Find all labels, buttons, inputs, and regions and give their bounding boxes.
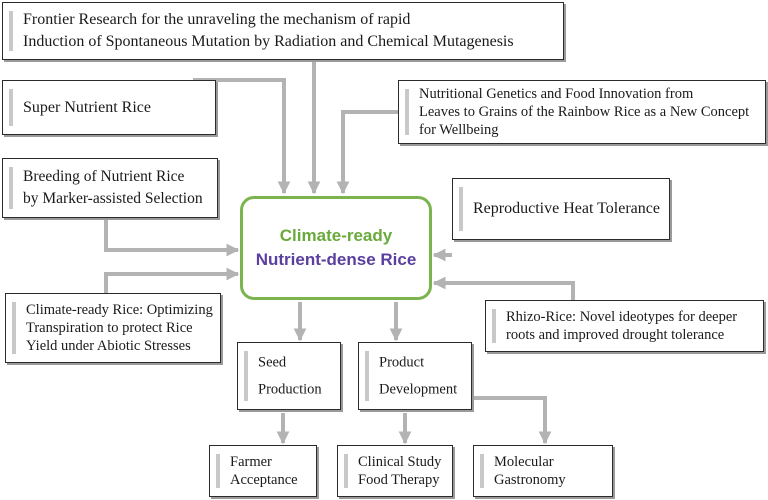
accent-bar — [12, 302, 16, 354]
product-development-line-1: Product — [379, 354, 425, 371]
accent-bar — [459, 187, 463, 231]
rhizo-rice-box: Rhizo-Rice: Novel ideotypes for deeper r… — [485, 300, 764, 352]
reproductive-heat-tolerance-text: Reproductive Heat Tolerance — [473, 200, 661, 218]
accent-bar — [216, 454, 220, 488]
clinical-study-text: Clinical Study Food Therapy — [358, 453, 444, 489]
climate-ready-nutrient-dense-rice-center-box: Climate-ready Nutrient-dense Rice — [240, 196, 432, 300]
seed-production-box: Seed Production — [237, 342, 341, 410]
nutritional-genetics-line-1: Nutritional Genetics and Food Innovation… — [419, 86, 694, 102]
accent-bar — [9, 89, 13, 126]
center-title-line-1: Climate-ready — [279, 226, 393, 245]
accent-bar — [365, 351, 369, 401]
breeding-nutrient-rice-line-1: Breeding of Nutrient Rice — [23, 168, 185, 185]
accent-bar — [9, 167, 13, 209]
farmer-acceptance-line-1: Farmer — [230, 454, 272, 470]
accent-bar — [480, 454, 484, 488]
super-nutrient-rice-text: Super Nutrient Rice — [23, 99, 207, 117]
connector-breeding — [104, 220, 240, 257]
seed-production-line-1: Seed — [258, 354, 287, 371]
breeding-nutrient-rice-text: Breeding of Nutrient Rice by Marker-assi… — [23, 166, 209, 210]
climate-ready-rice-box: Climate-ready Rice: Optimizing Transpira… — [5, 293, 221, 363]
frontier-research-text: Frontier Research for the unraveling the… — [23, 9, 555, 53]
climate-ready-rice-line-2: Transpiration to protect Rice — [26, 320, 193, 336]
connector-climate-ready — [104, 267, 240, 293]
rhizo-rice-line-2: roots and improved drought tolerance — [506, 327, 725, 343]
frontier-research-line-1: Frontier Research for the unraveling the… — [23, 11, 411, 28]
seed-production-line-2: Production — [258, 381, 322, 398]
molecular-gastronomy-box: Molecular Gastronomy — [473, 445, 613, 497]
frontier-research-box: Frontier Research for the unraveling the… — [2, 2, 564, 60]
product-development-box: Product Development — [358, 342, 472, 410]
breeding-nutrient-rice-box: Breeding of Nutrient Rice by Marker-assi… — [2, 158, 218, 218]
super-nutrient-rice-box: Super Nutrient Rice — [2, 80, 216, 135]
molecular-gastronomy-line-2: Gastronomy — [494, 472, 566, 488]
reproductive-heat-tolerance-line-1: Reproductive Heat Tolerance — [473, 200, 660, 217]
clinical-study-box: Clinical Study Food Therapy — [337, 445, 453, 497]
climate-ready-rice-line-3: Yield under Abiotic Stresses — [26, 338, 191, 354]
accent-bar — [9, 11, 13, 51]
connector-molecular-gastronomy — [472, 396, 552, 445]
farmer-acceptance-text: Farmer Acceptance — [230, 453, 308, 489]
product-development-text: Product Development — [379, 354, 463, 399]
connector-rhizo — [432, 276, 575, 300]
nutritional-genetics-box: Nutritional Genetics and Food Innovation… — [398, 80, 766, 144]
connector-nutritional-genetics — [336, 110, 398, 195]
climate-ready-rice-line-1: Climate-ready Rice: Optimizing — [26, 302, 213, 318]
accent-bar — [344, 454, 348, 488]
accent-bar — [244, 351, 248, 401]
nutritional-genetics-line-2: Leaves to Grains of the Rainbow Rice as … — [419, 104, 750, 120]
accent-bar — [492, 309, 496, 343]
climate-ready-rice-text: Climate-ready Rice: Optimizing Transpira… — [26, 301, 213, 355]
seed-production-text: Seed Production — [258, 354, 332, 399]
rhizo-rice-line-1: Rhizo-Rice: Novel ideotypes for deeper — [506, 309, 738, 325]
clinical-study-line-1: Clinical Study — [358, 454, 442, 470]
molecular-gastronomy-line-1: Molecular — [494, 454, 554, 470]
nutritional-genetics-line-3: for Wellbeing — [419, 122, 499, 138]
rhizo-rice-text: Rhizo-Rice: Novel ideotypes for deeper r… — [506, 308, 755, 344]
breeding-nutrient-rice-line-2: by Marker-assisted Selection — [23, 190, 203, 207]
farmer-acceptance-box: Farmer Acceptance — [209, 445, 317, 497]
center-title-line-2: Nutrient-dense Rice — [255, 250, 417, 269]
farmer-acceptance-line-2: Acceptance — [230, 472, 298, 488]
frontier-research-line-2: Induction of Spontaneous Mutation by Rad… — [23, 33, 514, 50]
clinical-study-line-2: Food Therapy — [358, 472, 440, 488]
reproductive-heat-tolerance-box: Reproductive Heat Tolerance — [452, 178, 670, 240]
nutritional-genetics-text: Nutritional Genetics and Food Innovation… — [419, 85, 757, 139]
molecular-gastronomy-text: Molecular Gastronomy — [494, 453, 604, 489]
super-nutrient-rice-line-1: Super Nutrient Rice — [23, 98, 151, 116]
accent-bar — [405, 89, 409, 135]
product-development-line-2: Development — [379, 381, 458, 398]
